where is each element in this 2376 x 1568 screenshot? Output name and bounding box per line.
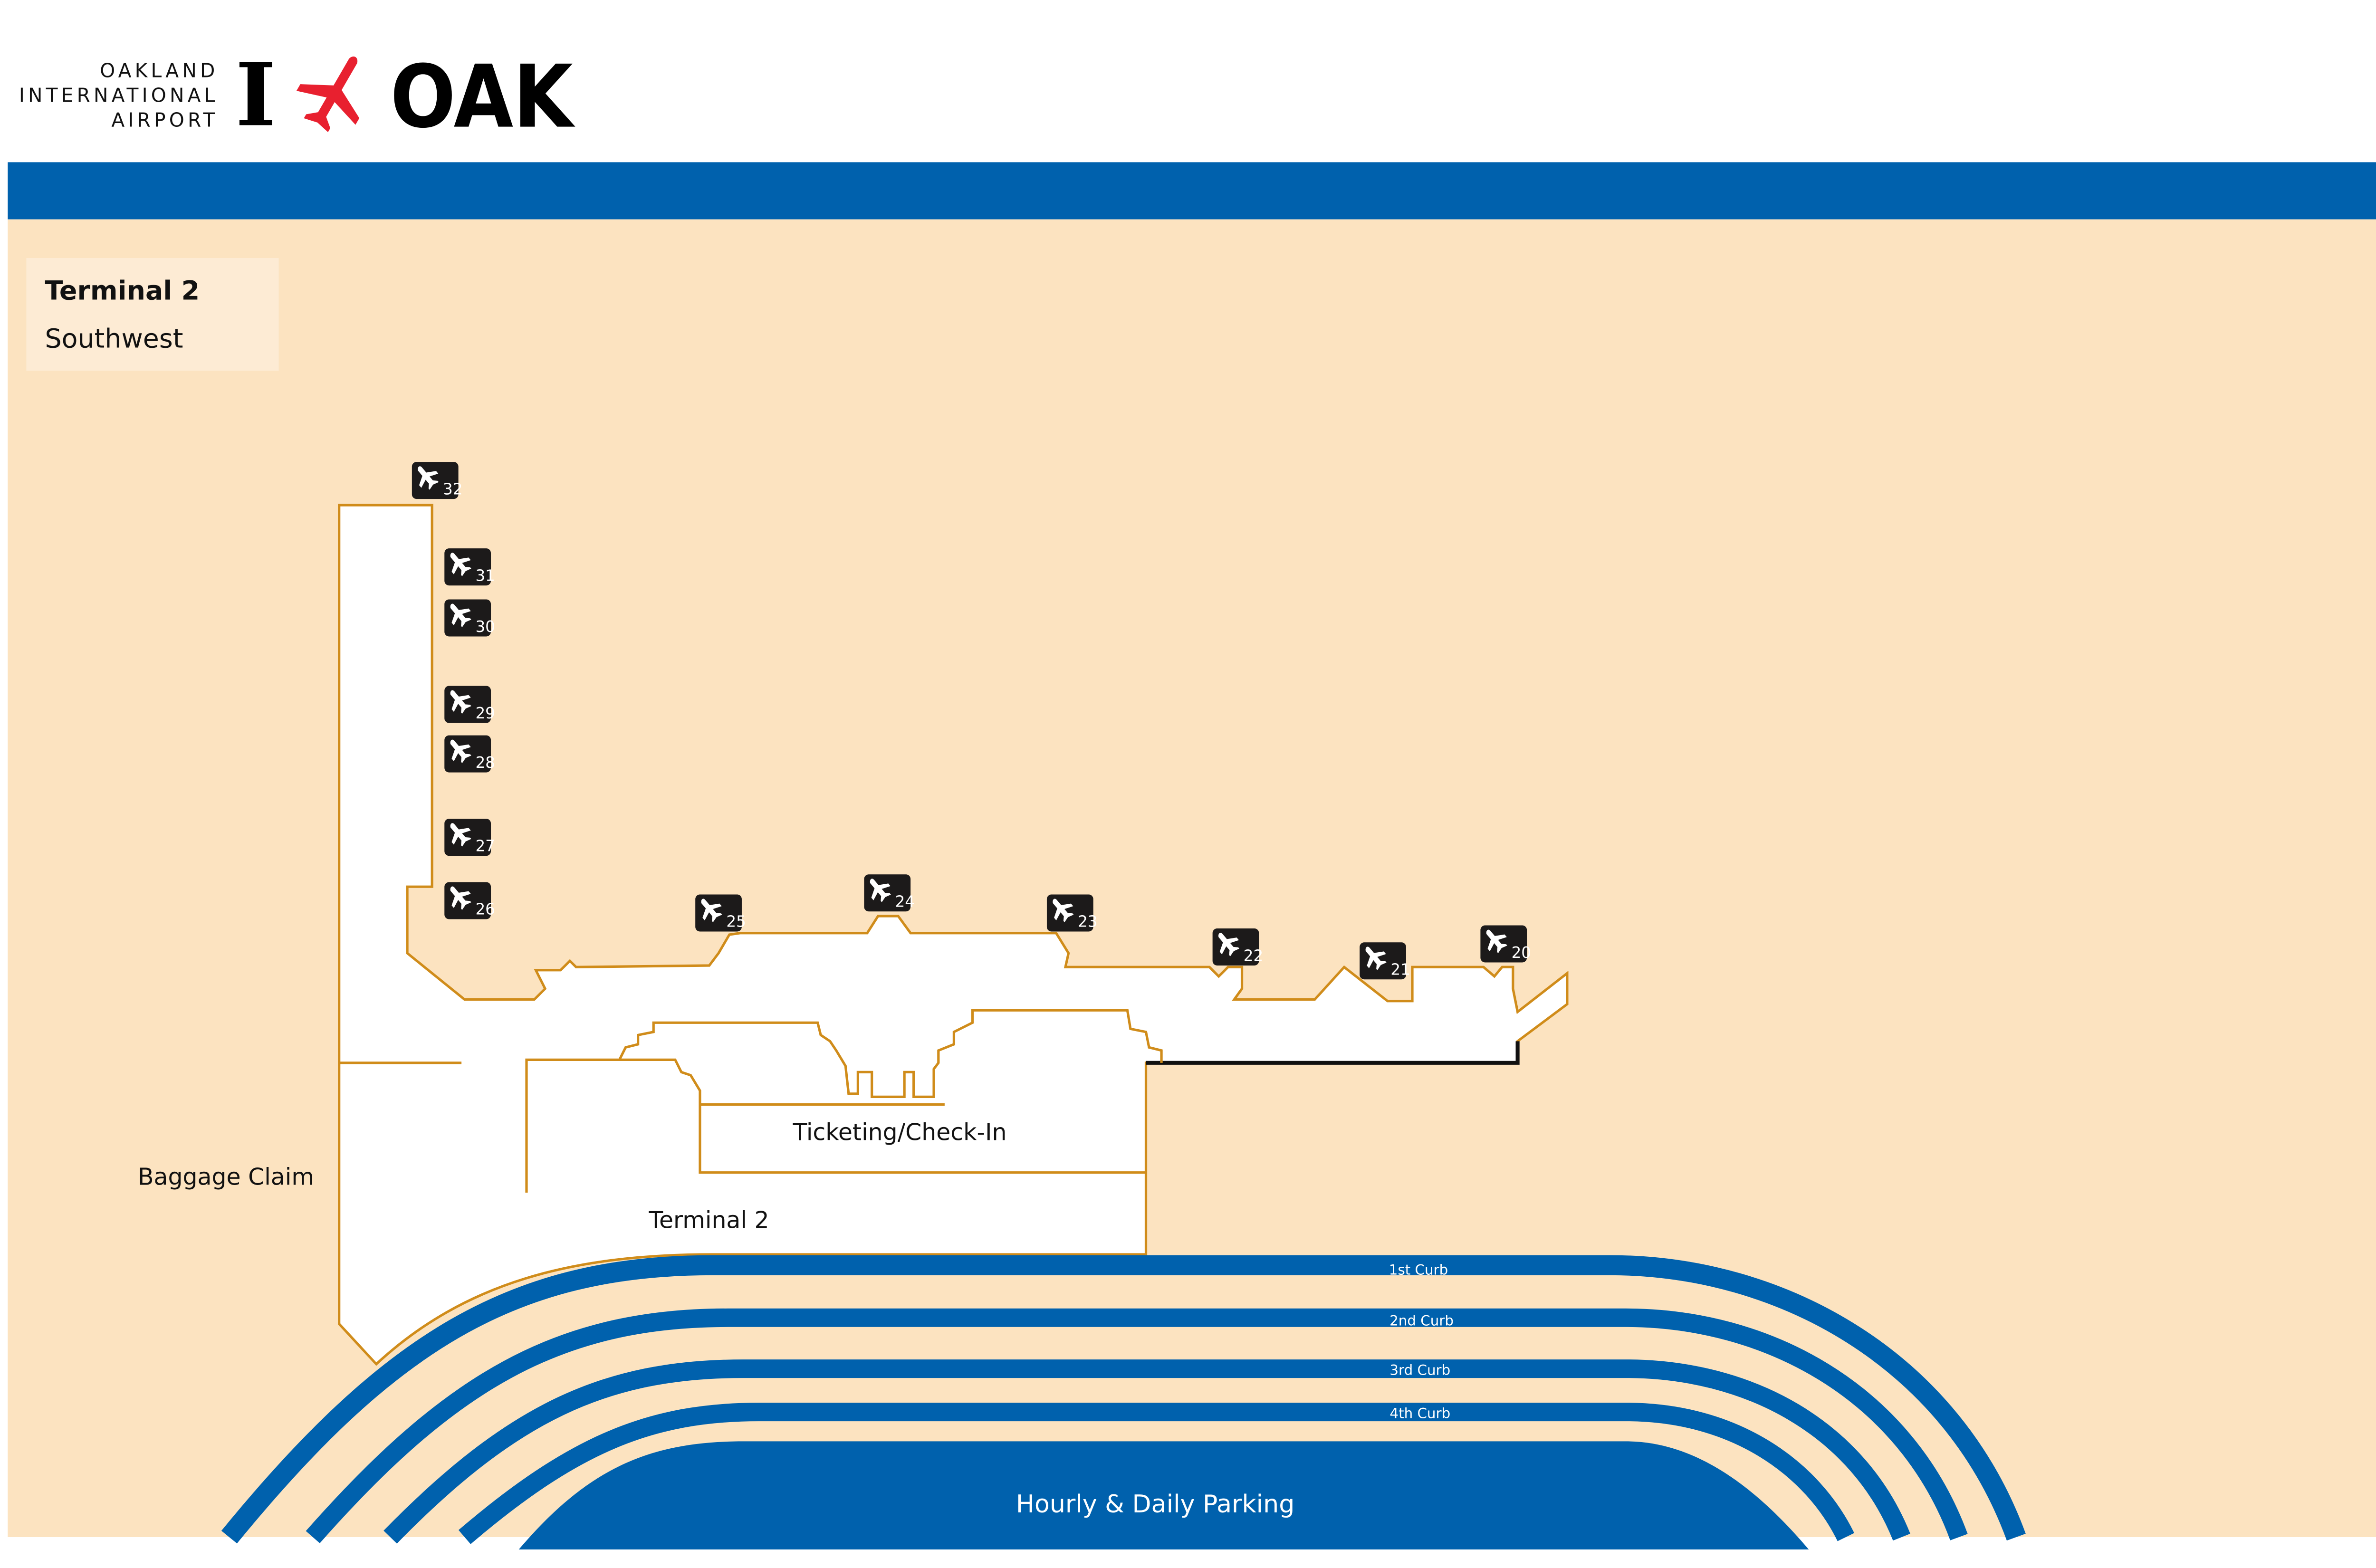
curb-label-1: 1st Curb	[1389, 1262, 1448, 1278]
terminal-label: Terminal 2	[648, 1207, 769, 1234]
curbs	[221, 1255, 2026, 1544]
gate-28[interactable]: 28	[442, 733, 495, 773]
gate-number: 21	[1390, 961, 1410, 979]
logo-line-oakland: OAKLAND	[100, 59, 218, 82]
legend-subtitle: Southwest	[45, 324, 183, 354]
gate-number: 22	[1244, 947, 1263, 965]
curb-label-2: 2nd Curb	[1389, 1313, 1454, 1329]
gate-22[interactable]: 22	[1210, 927, 1263, 966]
gate-21[interactable]: 21	[1358, 940, 1410, 980]
gate-20[interactable]: 20	[1478, 923, 1531, 963]
curb-1-road	[221, 1255, 2026, 1544]
ticketing-label: Ticketing/Check-In	[792, 1119, 1006, 1146]
airplane-icon	[450, 553, 471, 576]
red-airplane-icon	[296, 56, 360, 133]
airplane-icon	[1218, 933, 1240, 956]
gate-23[interactable]: 23	[1045, 892, 1098, 932]
gate-31[interactable]: 31	[442, 546, 495, 586]
curb-label-3: 3rd Curb	[1389, 1362, 1450, 1378]
gate-32[interactable]: 32	[410, 460, 462, 499]
gate-number: 23	[1078, 913, 1097, 931]
header-bar	[8, 162, 2376, 220]
curb-3-road	[383, 1359, 1910, 1544]
airplane-icon	[450, 690, 471, 714]
gate-25[interactable]: 25	[693, 892, 746, 932]
airplane-icon	[1486, 929, 1507, 954]
gate-markers: 32 31 30 29 28 27 26 25 24 23 22 21 20	[410, 460, 1531, 980]
logo-oak: OAK	[390, 47, 575, 147]
terminal-legend: Terminal 2 Southwest	[26, 258, 279, 371]
curb-labels: 1st Curb 2nd Curb 3rd Curb 4th Curb	[1389, 1262, 1454, 1421]
airplane-icon	[870, 879, 891, 902]
gate-24[interactable]: 24	[862, 872, 915, 912]
gate-29[interactable]: 29	[442, 684, 495, 723]
airplane-icon	[450, 886, 471, 910]
legend-title: Terminal 2	[45, 276, 200, 306]
gate-30[interactable]: 30	[442, 597, 495, 637]
gate-number: 30	[475, 618, 495, 636]
airplane-icon	[450, 823, 471, 847]
gate-26[interactable]: 26	[442, 880, 495, 919]
airplane-icon	[1365, 947, 1387, 970]
airplane-icon	[701, 899, 722, 923]
gate-number: 20	[1512, 944, 1531, 962]
gate-number: 24	[895, 893, 915, 911]
gate-number: 29	[475, 704, 495, 722]
gate-number: 25	[726, 913, 746, 931]
logo-line-airport: AIRPORT	[111, 109, 218, 132]
curb-label-4: 4th Curb	[1389, 1405, 1450, 1422]
airplane-icon	[1053, 899, 1074, 923]
airplane-icon	[450, 739, 471, 764]
gate-number: 32	[443, 480, 462, 498]
airport-logo: OAKLAND INTERNATIONAL AIRPORT I OAK	[19, 44, 575, 147]
curb-4-road	[458, 1403, 1855, 1544]
terminal-building	[338, 504, 1569, 1366]
logo-line-international: INTERNATIONAL	[19, 84, 219, 107]
curb-2-road	[306, 1308, 1968, 1543]
gate-27[interactable]: 27	[442, 817, 495, 856]
airplane-icon	[418, 466, 439, 490]
gate-number: 28	[475, 754, 495, 772]
baggage-claim-label: Baggage Claim	[138, 1164, 314, 1191]
logo-i: I	[235, 44, 276, 146]
gate-number: 27	[475, 837, 495, 855]
gate-number: 31	[475, 566, 495, 584]
gate-number: 26	[475, 900, 495, 918]
parking-label: Hourly & Daily Parking	[1016, 1490, 1295, 1519]
parking-lot	[518, 1441, 1809, 1549]
airplane-icon	[450, 603, 471, 628]
